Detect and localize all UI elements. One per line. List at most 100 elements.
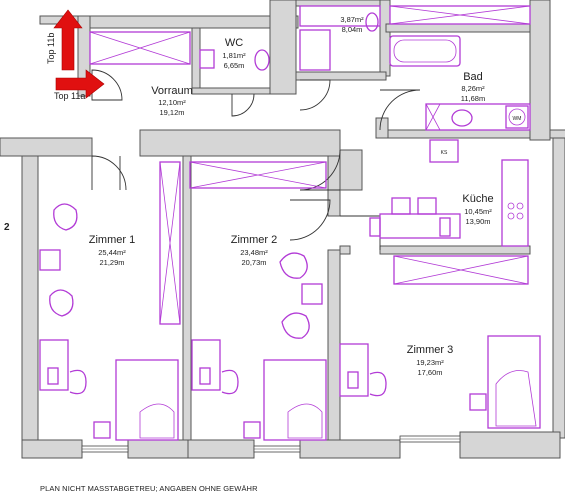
vorraum-area: 12,10m² — [158, 98, 186, 107]
kitchen-chair-3 — [369, 217, 381, 237]
bad-area: 8,26m² — [461, 84, 485, 93]
room-labels: Vorraum 12,10m² 19,12m WC 1,81m² 6,65m 3… — [89, 15, 494, 377]
walls — [0, 0, 565, 459]
door-wc — [231, 93, 255, 117]
wall-bad-top — [385, 23, 537, 33]
z2-desk-lamp — [199, 367, 211, 385]
entrance-markers: Top 11b Top 11a — [46, 9, 105, 101]
wall-bad-right — [529, 0, 551, 141]
wall-top-vorraum — [77, 15, 299, 29]
side-number: 2 — [4, 222, 10, 233]
wall-wc-left — [191, 27, 201, 93]
z3-desk — [339, 343, 369, 397]
bad-perimeter: 11,68m — [461, 94, 485, 103]
z1-desk — [39, 339, 69, 391]
wc-toilet — [254, 49, 270, 71]
top-room-shower — [299, 29, 331, 71]
zimmer1-perimeter: 21,29m — [99, 258, 124, 267]
wall-bad-stub — [375, 117, 389, 139]
arrow-up-icon — [53, 9, 83, 71]
kitchen-chair-4 — [439, 217, 451, 237]
wc-sink — [199, 49, 215, 69]
top-room-area: 3,87m² — [340, 15, 364, 24]
wall-z2-z3 — [327, 249, 341, 447]
windows — [81, 435, 461, 453]
wc-name: WC — [225, 37, 243, 49]
top-room-toilet — [365, 12, 379, 32]
wall-top-room-top — [295, 0, 387, 7]
door-z1 — [91, 155, 127, 191]
zimmer3-perimeter: 17,60m — [417, 368, 442, 377]
z2-armchair-1 — [279, 252, 308, 279]
wall-mid-center — [139, 129, 341, 157]
kueche-name: Küche — [462, 193, 493, 205]
wall-z1-z2 — [182, 155, 192, 447]
wall-left-outer — [21, 154, 39, 456]
kitchen-chair-2 — [417, 197, 437, 215]
wardrobe-vorraum — [89, 31, 191, 65]
washing-machine-label: WM — [513, 116, 522, 122]
door-top-room — [299, 79, 331, 111]
zimmer3-name: Zimmer 3 — [407, 344, 453, 356]
z2-desk — [191, 339, 221, 391]
arrow-right-icon — [55, 69, 105, 99]
wall-kitchen-z3-stub — [339, 245, 351, 255]
z2-desk-chair — [221, 369, 239, 395]
kitchen-counter — [501, 159, 529, 247]
door-z2-kitchen — [289, 199, 331, 241]
zimmer3-area: 19,23m² — [416, 358, 444, 367]
wall-bottom-4 — [299, 439, 401, 459]
z1-side-table — [39, 249, 61, 271]
disclaimer-footer: PLAN NICHT MASSTABGETREU; ANGABEN OHNE G… — [40, 484, 258, 493]
vorraum-name: Vorraum — [151, 85, 193, 97]
bad-sink — [451, 109, 473, 127]
fridge-label: KS — [441, 150, 448, 156]
z3-nightstand — [469, 393, 487, 411]
kitchen-chair-1 — [391, 197, 411, 215]
wall-bad-left — [379, 0, 391, 77]
top-room-perimeter: 8,04m — [342, 25, 363, 34]
zimmer2-area: 23,48m² — [240, 248, 268, 257]
fridge — [429, 139, 459, 163]
z2-side-table — [301, 283, 323, 305]
kueche-area: 10,45m² — [464, 207, 492, 216]
z3-bed — [487, 335, 541, 429]
wall-right-outer — [552, 137, 565, 439]
furniture: WM KS — [39, 5, 541, 441]
zimmer2-perimeter: 20,73m — [241, 258, 266, 267]
zimmer2-name: Zimmer 2 — [231, 234, 277, 246]
wall-kitchen-left — [339, 149, 363, 191]
wall-wc-right — [269, 0, 297, 95]
doors — [91, 69, 421, 250]
wall-bottom-1 — [21, 439, 83, 459]
kueche-perimeter: 13,90m — [465, 217, 490, 226]
wall-bottom-2 — [127, 439, 189, 459]
top-right-cabinet — [389, 5, 531, 25]
z1-wardrobe — [159, 161, 181, 325]
z2-nightstand — [243, 421, 261, 439]
door-bad — [379, 89, 421, 131]
wall-wc-bottom — [191, 87, 273, 95]
bad-vanity — [425, 103, 531, 131]
z1-desk-chair — [69, 369, 87, 395]
wall-kitchen-z3 — [379, 245, 531, 255]
z3-wardrobe — [393, 255, 529, 285]
z1-bed — [115, 359, 179, 441]
marker-top-horizontal: Top 11a — [54, 91, 85, 101]
washing-machine — [505, 105, 529, 129]
z2-armchair-2 — [281, 312, 310, 339]
top-room-counter — [299, 5, 381, 27]
wall-bottom-3 — [187, 439, 255, 459]
z1-desk-lamp — [47, 367, 59, 385]
z3-desk-chair — [369, 371, 387, 397]
zimmer1-name: Zimmer 1 — [89, 234, 135, 246]
z1-nightstand — [93, 421, 111, 439]
bad-name: Bad — [463, 71, 483, 83]
wall-bottom-5 — [459, 431, 561, 459]
wall-mid-left — [0, 137, 93, 157]
vorraum-perimeter: 19,12m — [159, 108, 184, 117]
marker-top-vertical: Top 11b — [46, 33, 56, 64]
bathtub — [389, 35, 461, 67]
door-z3 — [340, 215, 381, 250]
